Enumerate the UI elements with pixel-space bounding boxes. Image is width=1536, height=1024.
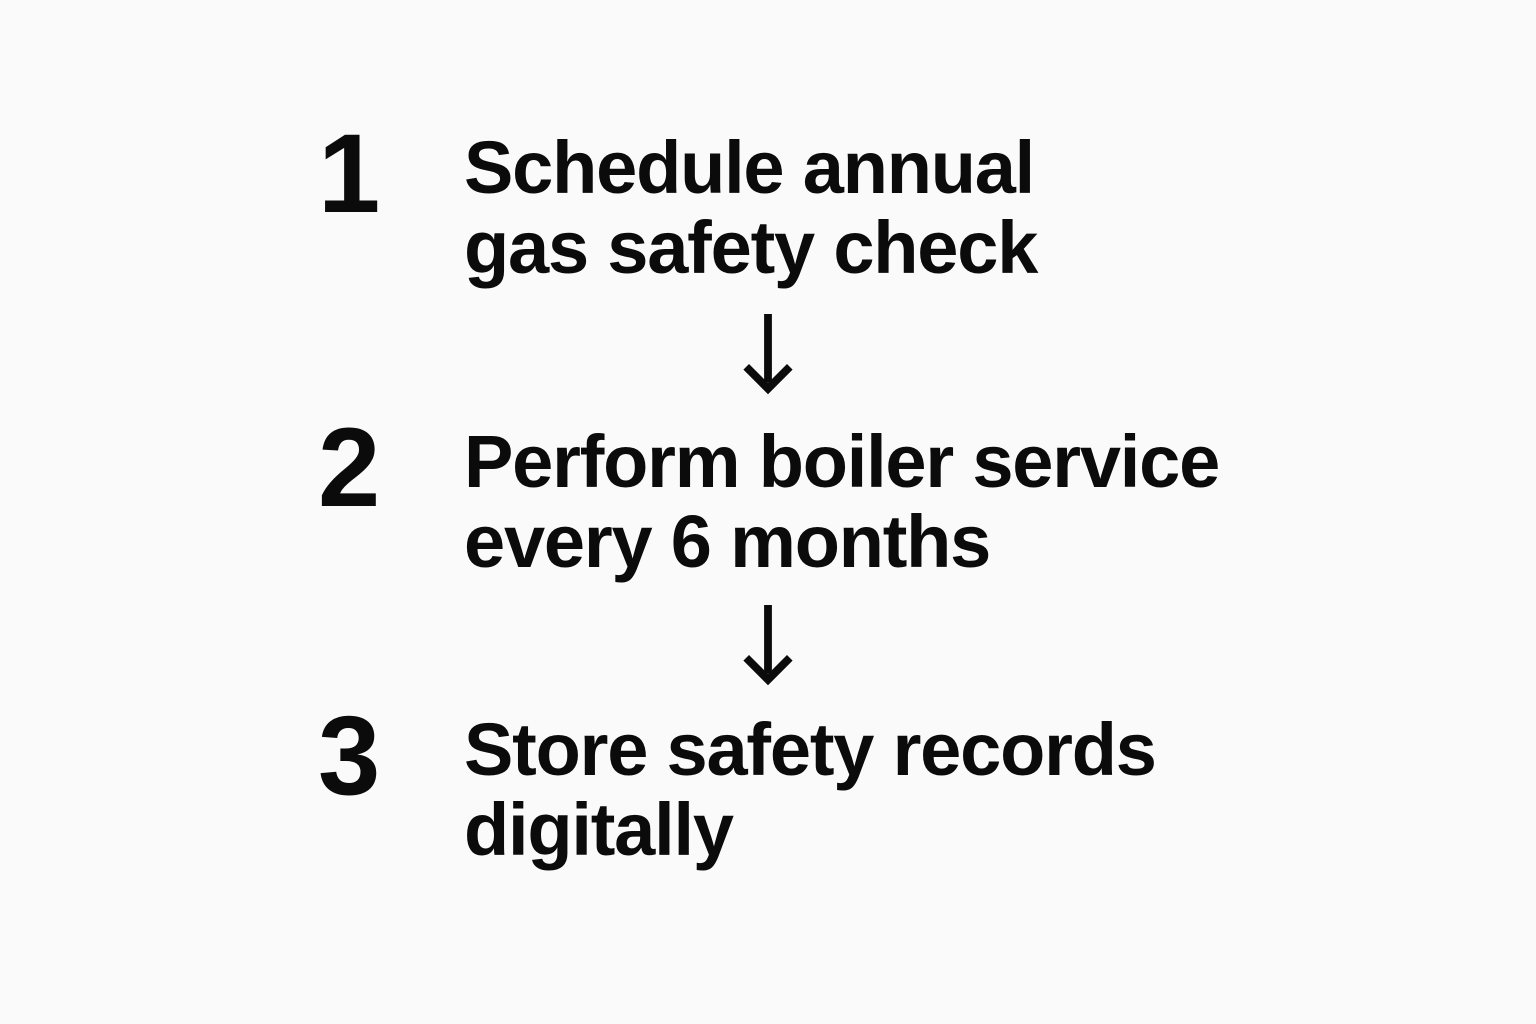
arrow-down-icon xyxy=(740,312,796,404)
arrow-down-icon xyxy=(740,603,796,695)
flow-step-3: 3 Store safety records digitally xyxy=(318,693,1157,871)
step-number-2: 2 xyxy=(318,405,380,530)
flow-step-1: 1 Schedule annual gas safety check xyxy=(318,111,1038,289)
flow-step-2: 2 Perform boiler service every 6 months xyxy=(318,405,1220,583)
step-number-3: 3 xyxy=(318,693,380,818)
step-label-3: Store safety records digitally xyxy=(464,708,1157,871)
step-number-1: 1 xyxy=(318,111,380,236)
step-label-2: Perform boiler service every 6 months xyxy=(464,420,1220,583)
step-label-1: Schedule annual gas safety check xyxy=(464,126,1038,289)
